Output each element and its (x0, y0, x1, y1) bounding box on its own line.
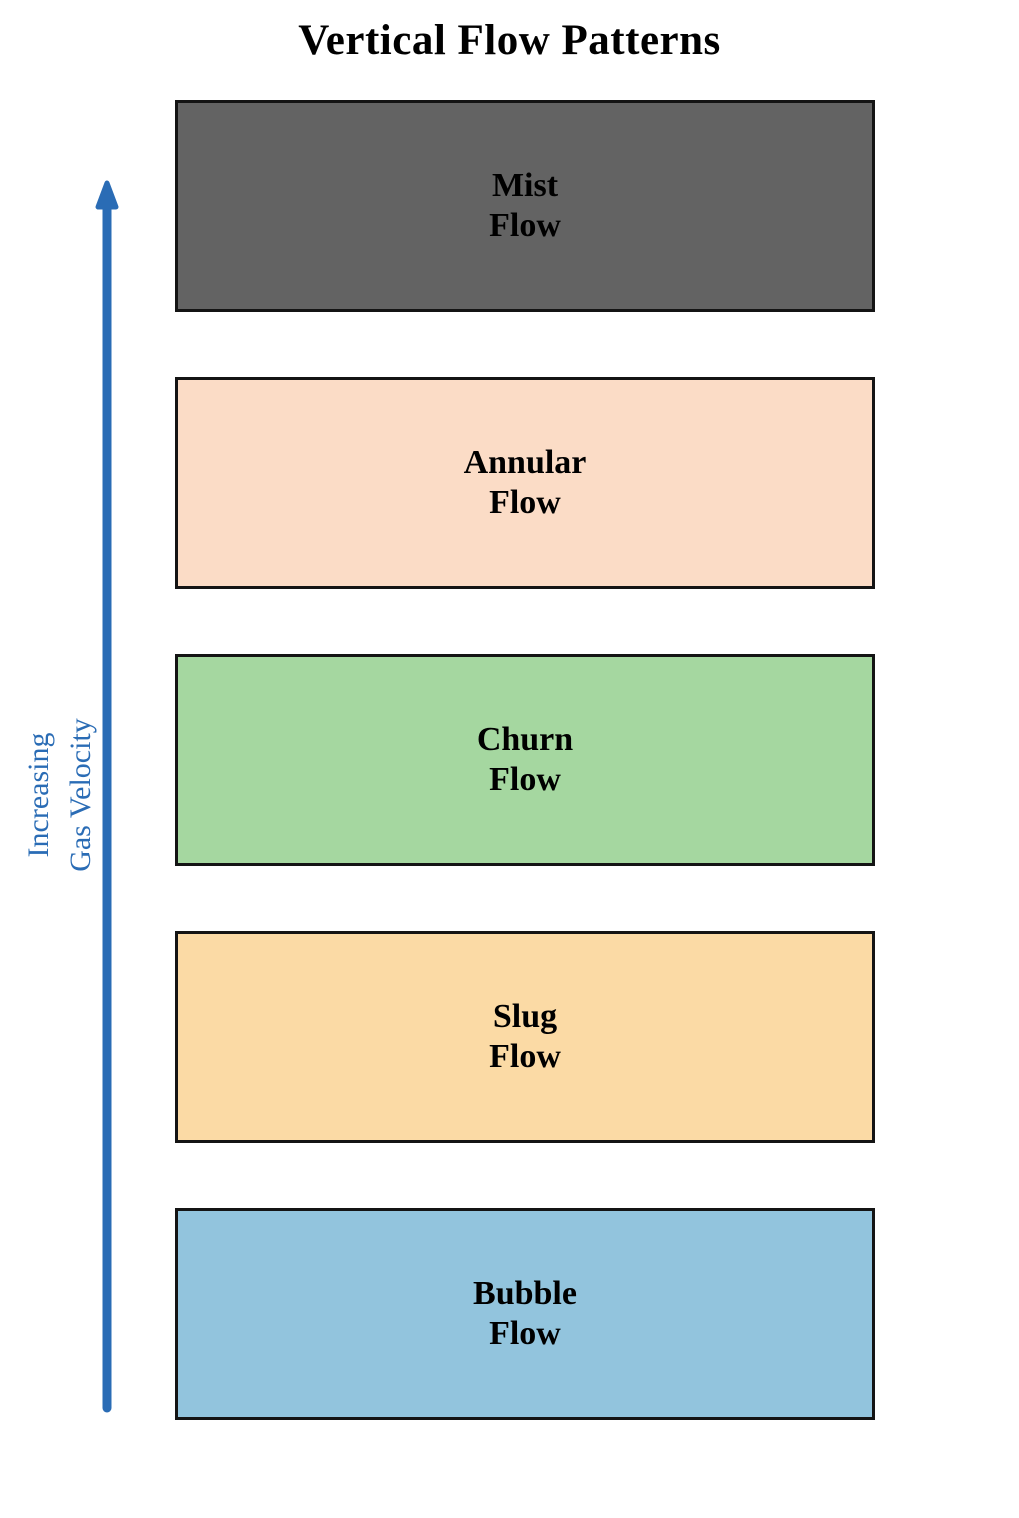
flow-label-line1: Churn (476, 721, 574, 758)
page-title: Vertical Flow Patterns (298, 17, 721, 64)
axis-label-line2: Gas Velocity (64, 718, 97, 872)
flow-label-line2: Flow (489, 1038, 561, 1075)
flow-label-line2: Flow (489, 1315, 561, 1352)
flow-label-line1: Annular (463, 444, 587, 481)
flow-box-label-bubble: Bubble Flow (473, 1274, 577, 1354)
flow-box-churn: Churn Flow (175, 654, 875, 866)
flow-box-label-slug: Slug Flow (489, 997, 561, 1077)
arrow-head-icon (95, 180, 119, 210)
axis-label-line1: Increasing (22, 732, 55, 858)
gas-velocity-arrow (95, 180, 119, 1413)
flow-label-line2: Flow (489, 484, 561, 521)
flow-box-mist: Mist Flow (175, 100, 875, 312)
flow-label-line1: Bubble (473, 1275, 577, 1312)
flow-box-label-mist: Mist Flow (489, 166, 561, 246)
flow-box-slug: Slug Flow (175, 931, 875, 1143)
flow-label-line2: Flow (489, 207, 561, 244)
flow-label-line1: Mist (491, 167, 559, 204)
flow-label-line2: Flow (489, 761, 561, 798)
flow-box-bubble: Bubble Flow (175, 1208, 875, 1420)
flow-box-label-churn: Churn Flow (477, 720, 573, 800)
gas-velocity-axis-label: Increasing Gas Velocity (18, 718, 102, 872)
flow-box-annular: Annular Flow (175, 377, 875, 589)
flow-label-line1: Slug (492, 998, 558, 1035)
flow-box-label-annular: Annular Flow (464, 443, 587, 523)
